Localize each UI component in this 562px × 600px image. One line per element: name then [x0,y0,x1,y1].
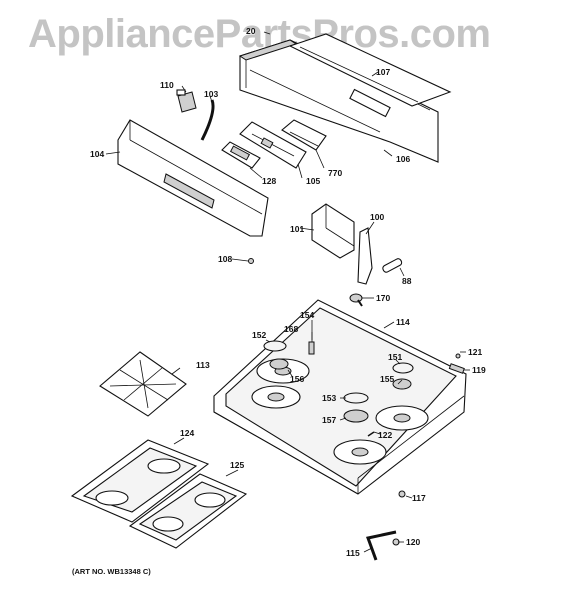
label-103: 103 [204,89,218,99]
label-101: 101 [290,224,304,234]
burner-cap-153 [343,392,369,404]
label-119: 119 [472,365,486,375]
part-110 [176,89,197,113]
label-170: 170 [376,293,390,303]
part-labels: 20 107 110 103 104 128 105 770 106 100 1… [90,26,486,558]
top-trim-107 [288,33,452,107]
part-154-168 [308,341,315,355]
leader-lines [105,31,470,553]
label-770: 770 [328,168,342,178]
burner-head-157 [343,409,369,423]
label-104: 104 [90,149,104,159]
label-117: 117 [412,493,426,503]
part-119 [448,363,465,374]
label-107: 107 [376,67,390,77]
bracket-101 [311,203,355,259]
part-88 [382,258,403,273]
art-number: (ART NO. WB13348 C) [72,567,151,576]
label-124: 124 [180,428,194,438]
label-157: 157 [322,415,336,425]
label-152: 152 [252,330,266,340]
label-168: 168 [284,324,298,334]
rear-panel-106 [238,39,439,163]
screw-108 [248,258,254,264]
burner-head-155 [392,378,412,390]
bracket-770 [281,119,327,151]
label-128: 128 [262,176,276,186]
part-121 [455,353,461,359]
burner-head-156 [269,358,289,370]
burner-cap-152 [263,340,287,352]
label-20: 20 [246,26,256,36]
control-105 [239,121,307,169]
label-106: 106 [396,154,410,164]
part-103 [200,99,215,141]
part-122 [367,431,375,437]
label-110: 110 [160,80,174,90]
control-board-128 [221,141,261,169]
grate-113 [99,351,187,417]
drip-pan-125 [128,473,248,549]
label-154: 154 [300,310,314,320]
label-125: 125 [230,460,244,470]
label-121: 121 [468,347,482,357]
label-114: 114 [396,317,410,327]
label-105: 105 [306,176,320,186]
screw-170 [349,293,363,307]
label-115: 115 [346,548,360,558]
tube-115 [366,530,397,561]
burner-cap-151 [392,362,414,374]
label-151: 151 [388,352,402,362]
label-100: 100 [370,212,384,222]
drip-pan-124 [70,439,210,523]
cover-100 [357,227,373,285]
label-88: 88 [402,276,412,286]
label-108: 108 [218,254,232,264]
label-120: 120 [406,537,420,547]
label-122: 122 [378,430,392,440]
part-117 [398,490,406,498]
label-153: 153 [322,393,336,403]
label-156: 156 [290,374,304,384]
watermark-text: AppliancePartsPros.com [28,12,491,56]
control-panel-104 [117,119,269,237]
label-113: 113 [196,360,210,370]
label-155: 155 [380,374,394,384]
